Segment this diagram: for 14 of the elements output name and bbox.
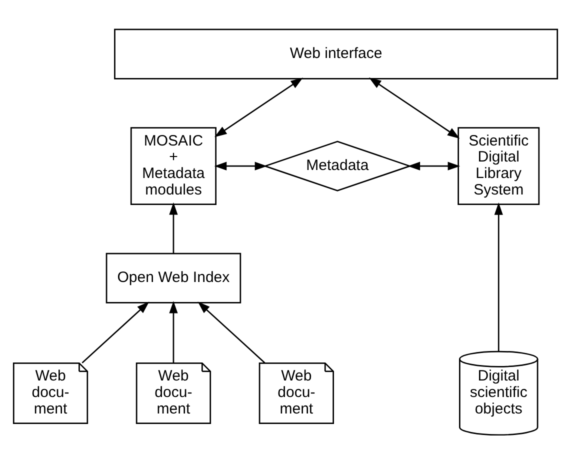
- arrow: [408, 162, 460, 170]
- arrow: [214, 162, 268, 170]
- arrow: [169, 300, 178, 363]
- arrow: [214, 78, 303, 138]
- arrow: [82, 302, 150, 364]
- arrow: [198, 302, 266, 364]
- node-box: Open Web Index: [106, 252, 242, 304]
- arrow: [169, 202, 178, 254]
- arrow: [494, 202, 503, 352]
- node-diamond: Metadata: [262, 140, 412, 192]
- node-box: MOSAIC + Metadata modules: [130, 127, 216, 206]
- node-box: Web interface: [114, 28, 558, 80]
- node-box: Scientific Digital Library System: [458, 127, 540, 206]
- arrow: [368, 78, 460, 139]
